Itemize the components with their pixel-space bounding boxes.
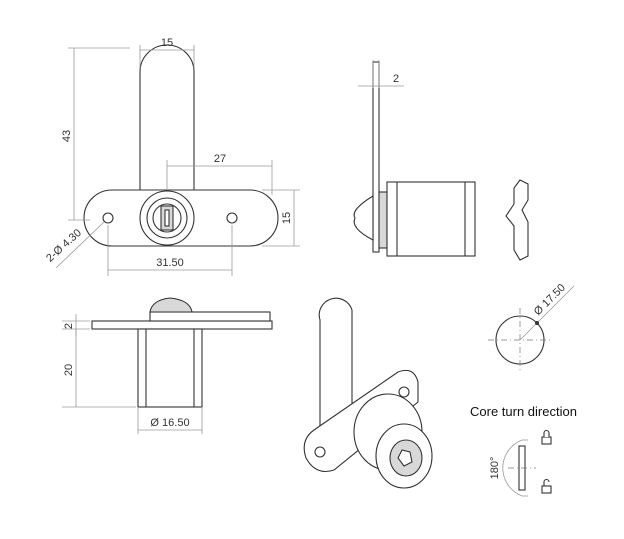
- side-view: 2: [353, 60, 529, 261]
- section-view: 2 20 Ø 16.50: [62, 297, 273, 434]
- dim-front-thickness: 2: [63, 323, 75, 329]
- side-cam-arm: [372, 61, 380, 253]
- front-view: 15 43 27 15 2-Ø 4.30 31.50: [44, 37, 300, 276]
- cam-arm: [139, 44, 195, 229]
- dim-rotation-angle: 180°: [489, 457, 501, 480]
- dim-body-length: 20: [63, 364, 75, 376]
- iso-hole-left: [314, 446, 326, 458]
- cutout-view: Ø 17.50: [488, 282, 575, 372]
- side-retaining-clip: [505, 179, 529, 261]
- right-mount-hole: [226, 212, 238, 224]
- dim-hole: 2-Ø 4.30: [44, 227, 84, 265]
- iso-hole-right: [398, 386, 410, 398]
- side-cylinder-head: [353, 195, 374, 241]
- section-screw-head: [149, 297, 193, 313]
- side-collar: [378, 191, 388, 249]
- dim-offset: 27: [214, 153, 226, 165]
- lock-open-icon: [541, 478, 552, 494]
- section-plate: [91, 320, 273, 330]
- section-body: [137, 328, 203, 408]
- iso-cam-arm: [318, 297, 353, 441]
- dim-cutout-diameter: Ø 17.50: [532, 282, 568, 318]
- key-slot: [164, 209, 170, 227]
- dim-body-diameter: Ø 16.50: [150, 417, 189, 429]
- iso-keyway: [397, 449, 413, 467]
- left-mount-hole: [102, 212, 114, 224]
- core-turn-diagram: Core turn direction 180°: [470, 404, 577, 497]
- dim-plate-length: 31.50: [156, 257, 184, 269]
- side-body: [386, 181, 476, 257]
- section-cam: [149, 311, 271, 322]
- dim-plate-height: 15: [281, 212, 293, 224]
- dim-top-width: 15: [161, 37, 173, 49]
- core-turn-label: Core turn direction: [470, 404, 577, 419]
- dim-side-thickness: 2: [393, 73, 399, 85]
- dim-height: 43: [61, 130, 73, 142]
- isometric-view: [303, 297, 433, 489]
- lock-closed-icon: [541, 429, 552, 445]
